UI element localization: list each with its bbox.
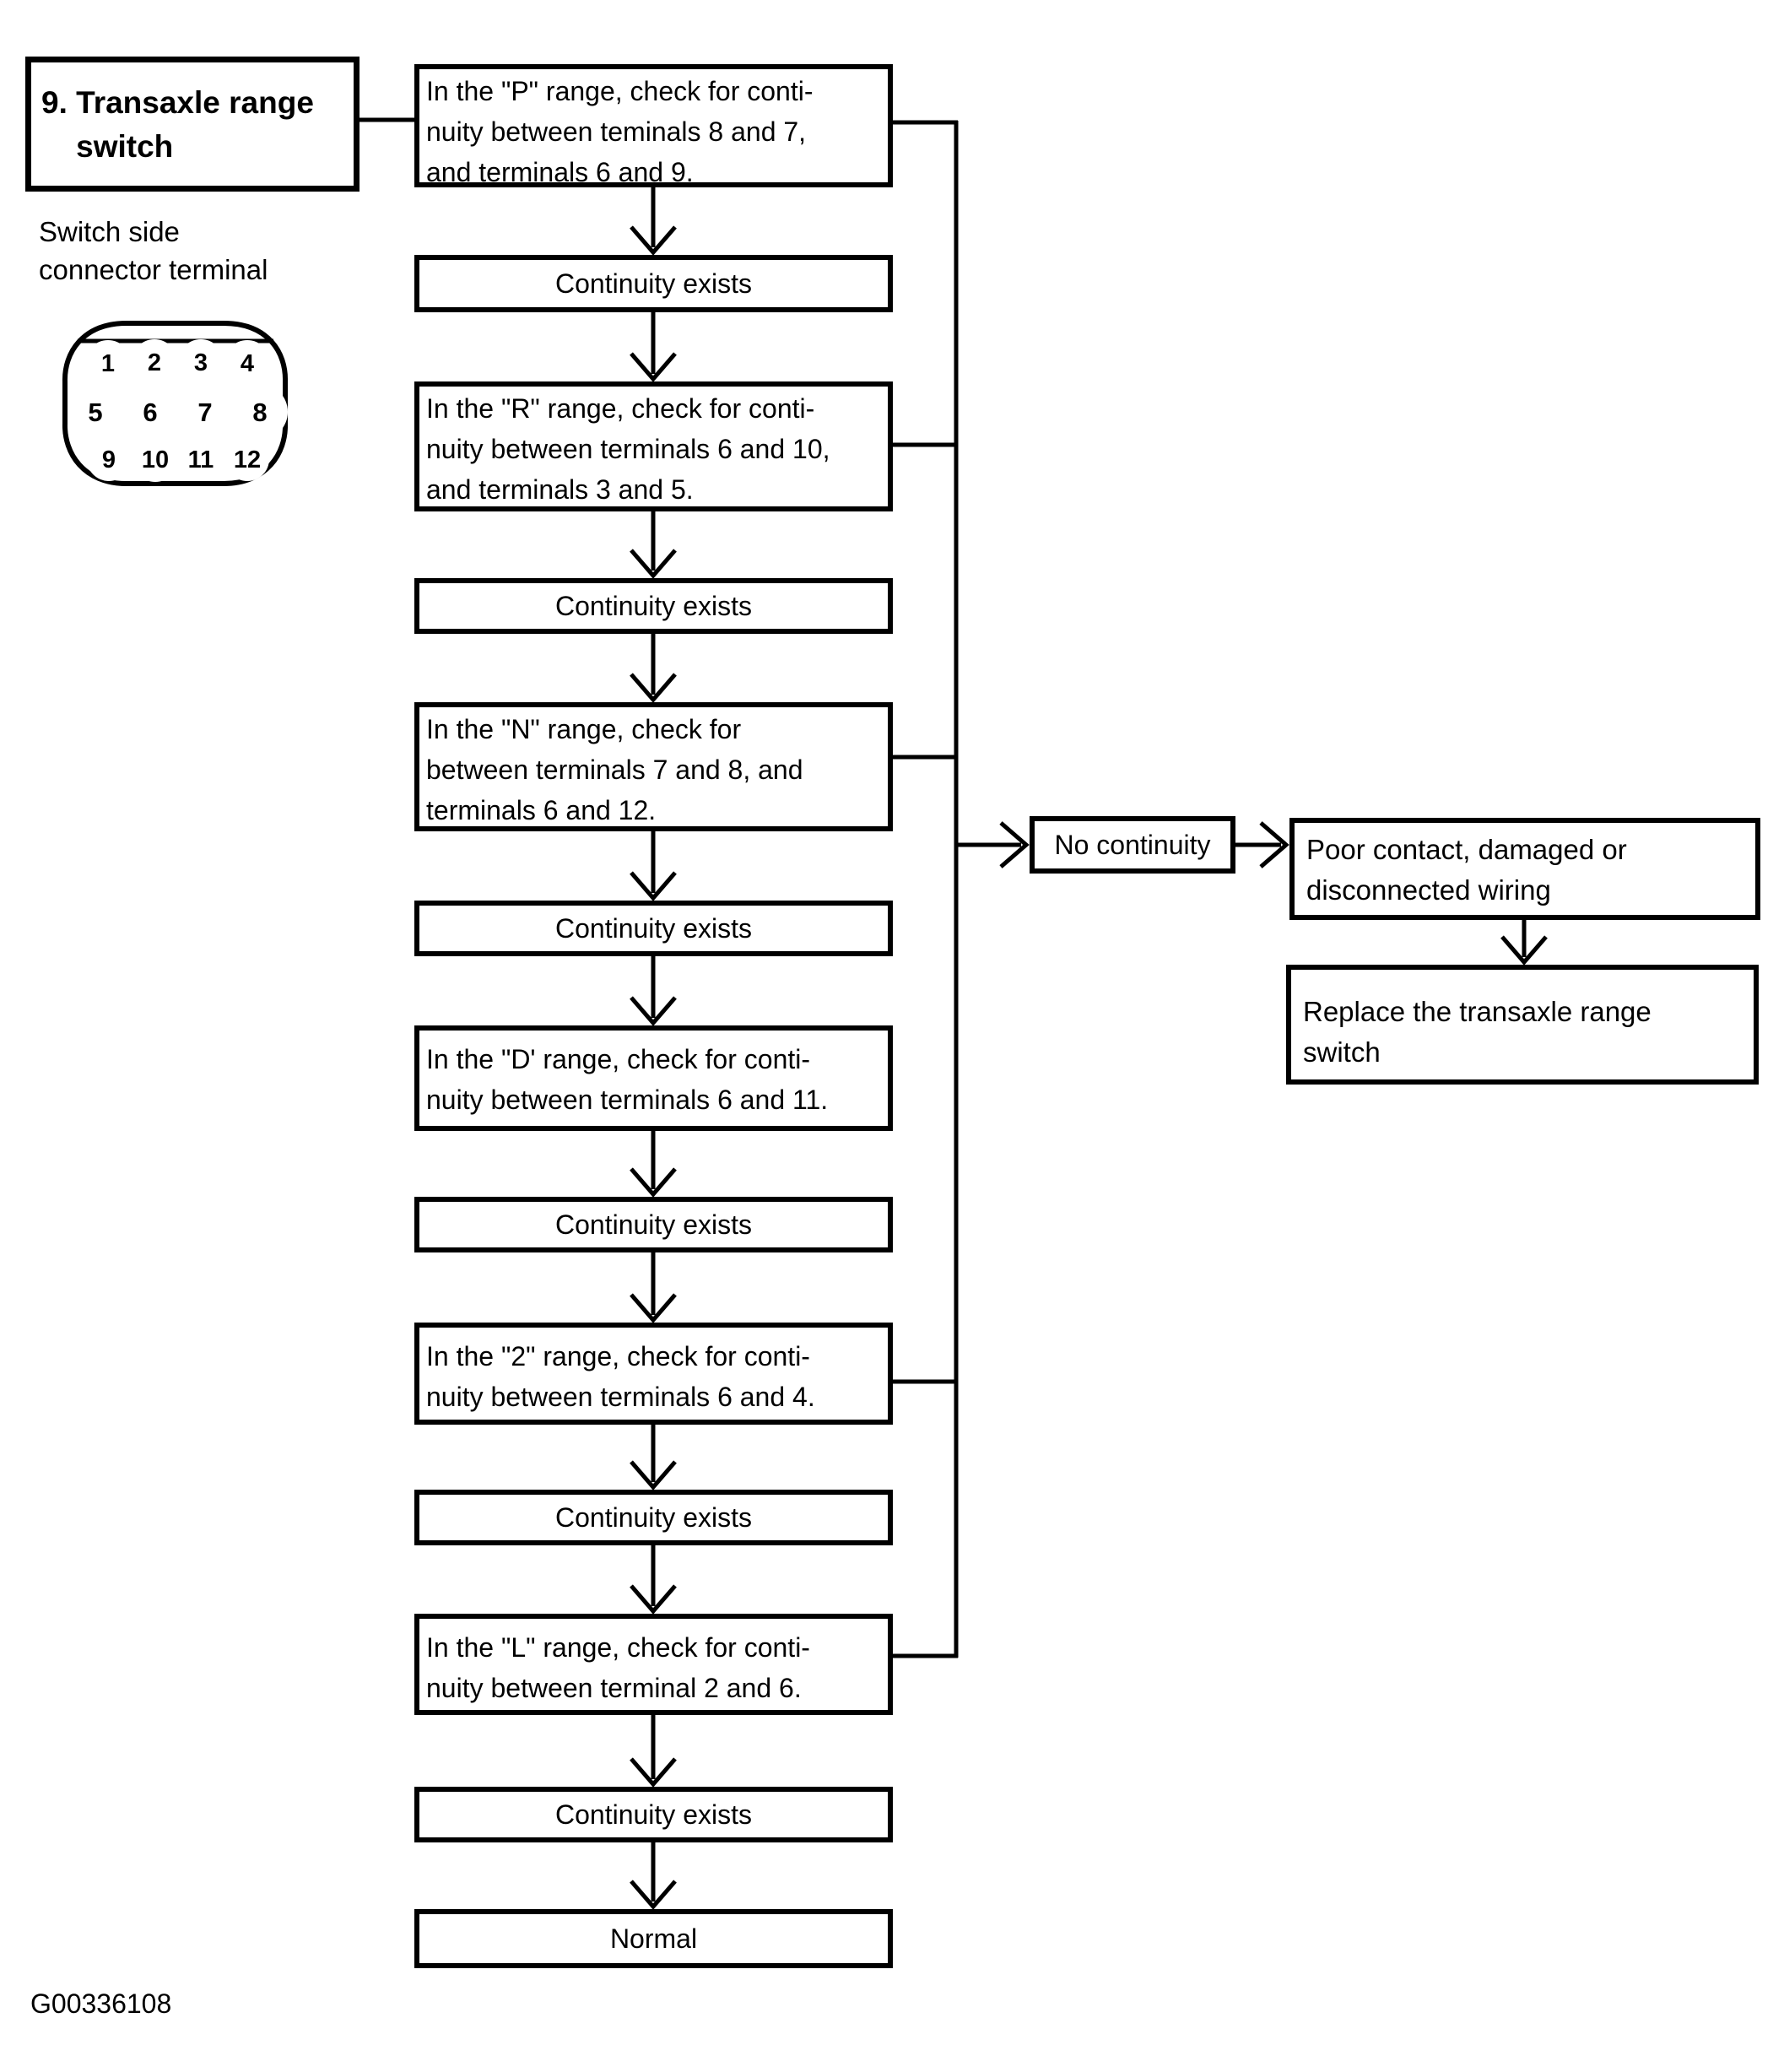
no-continuity-arrow — [956, 821, 1030, 868]
check-box-p: In the "P" range, check for conti- nuity… — [414, 64, 893, 187]
connector-caption: Switch side connector terminal — [39, 216, 268, 285]
feeder-line — [891, 120, 958, 1658]
terminal-circle — [179, 437, 223, 481]
terminal-number: 3 — [194, 349, 208, 376]
terminal-number: 10 — [142, 446, 169, 473]
terminal-circle — [224, 340, 270, 386]
terminal-circle — [177, 384, 233, 440]
check-box-l: In the "L" range, check for conti- nuity… — [414, 1614, 893, 1715]
terminal-number: 8 — [252, 398, 267, 427]
check-box-d: In the "D' range, check for conti- nuity… — [414, 1025, 893, 1131]
terminal-number: 4 — [241, 350, 254, 377]
result-box-5: Continuity exists — [414, 1490, 893, 1545]
terminal-circle — [232, 384, 288, 440]
poor-contact-box: Poor contact, damaged or disconnected wi… — [1289, 818, 1760, 920]
flow-arrow — [630, 187, 677, 1910]
terminal-circle — [225, 437, 269, 481]
terminal-circle — [132, 436, 178, 482]
terminal-number: 5 — [88, 398, 102, 427]
replace-switch-box: Replace the transaxle range switch — [1286, 965, 1759, 1085]
terminal-circle — [85, 340, 131, 386]
terminal-circle — [132, 339, 177, 385]
terminal-number: 12 — [234, 446, 261, 473]
terminal-number: 7 — [197, 398, 212, 427]
result-box-6: Continuity exists — [414, 1787, 893, 1842]
result-box-3: Continuity exists — [414, 901, 893, 956]
action-arrow — [1500, 920, 1548, 966]
result-box-1: Continuity exists — [414, 255, 893, 312]
check-box-r: In the "R" range, check for conti- nuity… — [414, 381, 893, 511]
check-box-n: In the "N" range, check for between term… — [414, 702, 893, 831]
no-continuity-box: No continuity — [1030, 816, 1235, 874]
terminal-number: 6 — [143, 398, 157, 427]
result-box-4: Continuity exists — [414, 1197, 893, 1252]
title-box: 9. Transaxle range switch — [25, 57, 360, 192]
terminal-number: 9 — [102, 446, 116, 473]
cause-arrow — [1235, 821, 1289, 868]
terminal-circle — [68, 384, 123, 440]
terminal-circle — [87, 437, 131, 481]
terminal-circle — [178, 339, 224, 385]
normal-box: Normal — [414, 1909, 893, 1968]
terminal-number: 11 — [188, 446, 214, 473]
check-box-2: In the "2" range, check for conti- nuity… — [414, 1323, 893, 1425]
terminal-numbers: 1 2 3 4 5 6 7 8 9 10 11 12 — [88, 349, 267, 473]
result-box-2: Continuity exists — [414, 578, 893, 634]
terminal-circles — [68, 339, 288, 482]
terminal-circle — [122, 384, 178, 440]
figure-id-label: G00336108 — [30, 1988, 172, 2019]
terminal-number: 1 — [101, 350, 115, 377]
terminal-number: 2 — [148, 349, 161, 376]
